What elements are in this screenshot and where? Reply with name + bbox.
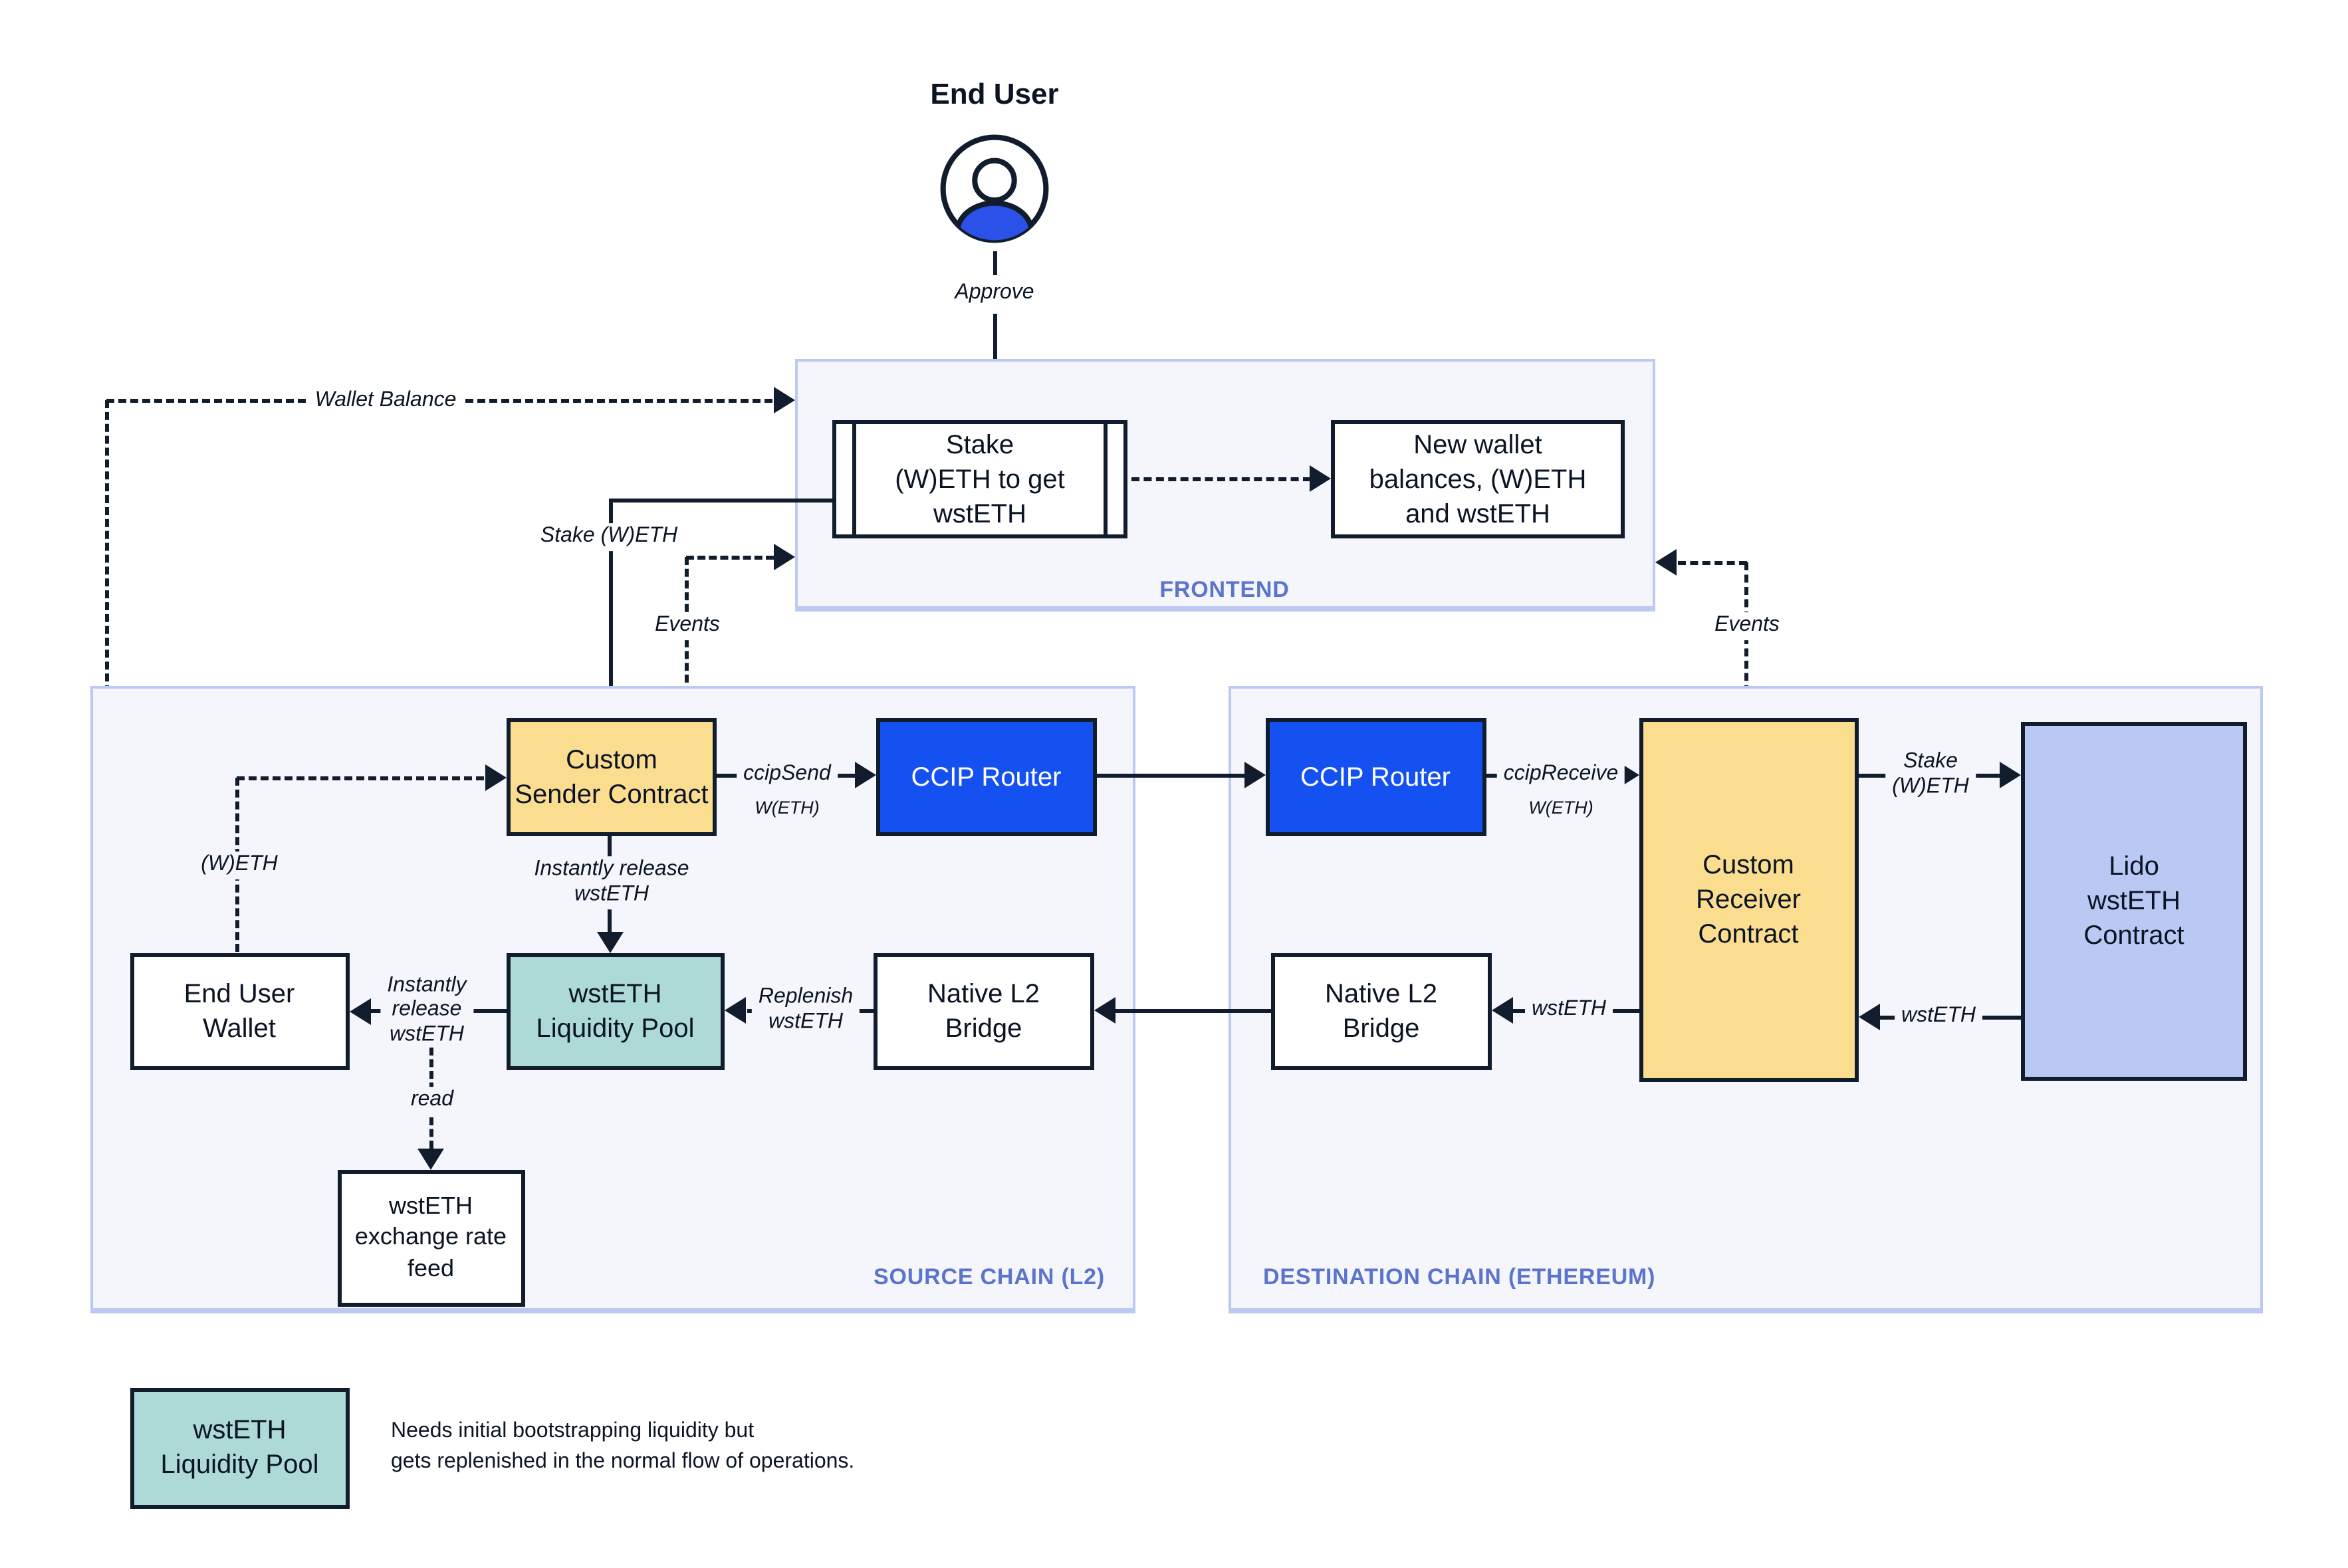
end-user-title: End User	[930, 77, 1059, 110]
legend-swatch: wstETH Liquidity Pool	[130, 1387, 349, 1509]
node-end-user-wallet-label: End User Wallet	[183, 979, 295, 1043]
node-native-bridge-source-label: Native L2 Bridge	[927, 979, 1040, 1043]
edge-label-instant-release-down: Instantly release wstETH	[527, 856, 696, 909]
node-native-bridge-destination-label: Native L2 Bridge	[1325, 979, 1437, 1043]
arrowhead-read	[417, 1148, 444, 1169]
edge-label-ccipreceive-token: W(ETH)	[1522, 796, 1600, 820]
edge-label-ccipreceive: ccipReceive	[1496, 761, 1625, 789]
line-stake-weth-v	[608, 498, 612, 697]
edge-label-replenish: Replenish wstETH	[751, 984, 860, 1037]
line-weth-h	[237, 776, 484, 780]
legend-swatch-label: wstETH Liquidity Pool	[160, 1416, 319, 1480]
stake-ui-right-bar	[1104, 424, 1108, 534]
node-new-balances: New wallet balances, (W)ETH and wstETH	[1331, 420, 1625, 538]
edge-label-events-left: Events	[648, 612, 727, 640]
legend-note: Needs initial bootstrapping liquidity bu…	[391, 1420, 855, 1473]
line-events-right-h	[1678, 560, 1747, 564]
node-ccip-router-destination-label: CCIP Router	[1300, 762, 1451, 792]
arrowhead-stake-to-balances	[1310, 465, 1331, 492]
node-rate-feed-label: wstETH exchange rate feed	[354, 1192, 507, 1282]
node-native-bridge-source: Native L2 Bridge	[874, 952, 1094, 1069]
edge-label-wsteth-receiver: wstETH	[1525, 996, 1613, 1024]
node-wsteth-pool-label: wstETH Liquidity Pool	[536, 979, 695, 1043]
line-router-to-router	[1097, 773, 1244, 777]
edge-label-wallet-balance: Wallet Balance	[308, 388, 463, 415]
arrowhead-pool-to-wallet	[349, 998, 370, 1024]
line-stake-weth-h	[610, 498, 832, 502]
edge-label-weth: (W)ETH	[194, 851, 285, 879]
stake-ui-left-bar	[852, 424, 856, 534]
node-ccip-router-source: CCIP Router	[876, 718, 1097, 836]
node-stake-ui: Stake (W)ETH to get wstETH	[832, 420, 1127, 538]
node-new-balances-label: New wallet balances, (W)ETH and wstETH	[1369, 430, 1587, 528]
edge-label-ccipsend: ccipSend	[737, 761, 838, 789]
end-user-icon	[935, 129, 1054, 249]
node-custom-sender-label: Custom Sender Contract	[515, 745, 709, 809]
person-icon	[940, 134, 1049, 243]
arrowhead-weth	[485, 764, 507, 791]
frontend-label: FRONTEND	[1159, 577, 1290, 602]
edge-label-wsteth-lido: wstETH	[1895, 1003, 1982, 1031]
line-approve-2	[993, 314, 997, 399]
node-custom-receiver: Custom Receiver Contract	[1639, 718, 1858, 1082]
arrowhead-stake-dest	[2000, 762, 2021, 788]
edge-label-approve: Approve	[948, 280, 1041, 308]
edge-label-instant-release-left: Instantly release wstETH	[380, 972, 473, 1050]
arrowhead-bridge-to-bridge	[1094, 997, 1115, 1024]
arrowhead-replenish	[725, 997, 746, 1024]
edge-label-stake-weth: Stake (W)ETH	[533, 523, 685, 551]
node-stake-ui-label: Stake (W)ETH to get wstETH	[895, 430, 1065, 528]
node-lido-contract-label: Lido wstETH Contract	[2083, 851, 2184, 950]
line-events-left-h	[686, 555, 774, 559]
arrowhead-wsteth-lido	[1858, 1004, 1879, 1030]
line-bridge-to-bridge	[1115, 1008, 1271, 1012]
edge-label-read: read	[404, 1087, 461, 1115]
destination-chain-label: DESTINATION CHAIN (ETHEREUM)	[1263, 1264, 1656, 1289]
line-approve-1	[993, 251, 997, 275]
arrowhead-events-left	[774, 544, 795, 570]
arrowhead-wallet-balance	[774, 387, 795, 413]
node-ccip-router-destination: CCIP Router	[1265, 718, 1486, 836]
arrowhead-instant-release-down	[596, 931, 623, 952]
node-lido-contract: Lido wstETH Contract	[2021, 721, 2247, 1080]
node-wsteth-pool: wstETH Liquidity Pool	[506, 952, 725, 1069]
node-ccip-router-source-label: CCIP Router	[911, 762, 1062, 792]
line-events-right-v	[1744, 562, 1748, 718]
edge-label-stake-dest: Stake (W)ETH	[1885, 748, 1976, 802]
line-stake-to-balances	[1131, 477, 1311, 481]
arrowhead-ccipsend	[854, 762, 876, 788]
arrowhead-wsteth-receiver	[1491, 997, 1512, 1024]
edge-label-events-right: Events	[1708, 612, 1786, 640]
arrowhead-events-right	[1655, 549, 1677, 576]
node-end-user-wallet: End User Wallet	[130, 952, 349, 1069]
node-custom-receiver-label: Custom Receiver Contract	[1696, 851, 1801, 949]
edge-label-ccipsend-token: W(ETH)	[748, 796, 826, 820]
source-chain-label: SOURCE CHAIN (L2)	[874, 1264, 1105, 1289]
node-custom-sender: Custom Sender Contract	[507, 718, 717, 836]
node-rate-feed: wstETH exchange rate feed	[337, 1169, 525, 1306]
node-native-bridge-destination: Native L2 Bridge	[1271, 952, 1491, 1069]
arrowhead-router-to-router	[1244, 762, 1265, 788]
